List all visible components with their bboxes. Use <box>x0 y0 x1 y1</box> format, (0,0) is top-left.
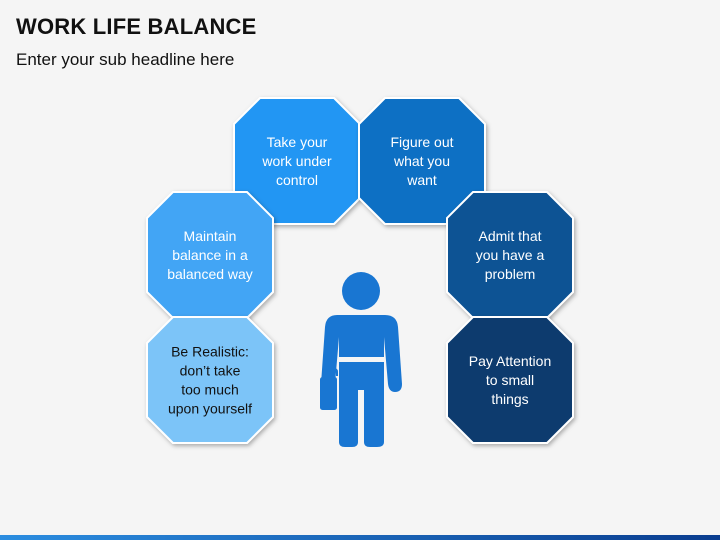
octagon-be-realistic-line: Be Realistic: <box>171 344 249 360</box>
octagon-be-realistic-line: too much <box>181 382 239 398</box>
octagon-be-realistic: Be Realistic: don’t take too much upon your… <box>146 316 274 444</box>
octagon-take-control-line: control <box>276 172 318 188</box>
bottom-accent-bar <box>0 535 720 540</box>
octagon-take-control-line: Take your <box>267 134 328 150</box>
octagon-maintain-balance: Maintain balance in a balanced way <box>146 191 274 319</box>
octagon-maintain-balance-line: Maintain <box>184 228 237 244</box>
octagon-pay-attention-line: Pay Attention <box>469 353 552 369</box>
octagon-admit-problem-line: Admit that <box>478 228 541 244</box>
octagon-pay-attention-label: Pay Attention to small things <box>469 353 552 407</box>
octagon-figure-out-line: what you <box>393 153 450 169</box>
octagon-take-control-label: Take your work under control <box>261 134 332 188</box>
page-subtitle: Enter your sub headline here <box>16 50 235 69</box>
octagon-admit-problem-label: Admit that you have a problem <box>476 228 545 282</box>
octagon-take-control-line: work under <box>261 153 332 169</box>
octagon-figure-out-line: want <box>406 172 437 188</box>
octagon-take-control: Take your work under control <box>233 97 361 225</box>
octagon-admit-problem-line: problem <box>485 266 536 282</box>
octagon-be-realistic-line: don’t take <box>180 363 241 379</box>
octagon-maintain-balance-line: balanced way <box>167 266 253 282</box>
octagon-figure-out-line: Figure out <box>390 134 453 150</box>
octagon-admit-problem-line: you have a <box>476 247 545 263</box>
octagon-figure-out: Figure out what you want <box>358 97 486 225</box>
octagon-pay-attention-line: things <box>491 391 528 407</box>
octagon-pay-attention: Pay Attention to small things <box>446 316 574 444</box>
person-with-briefcase-icon <box>320 272 402 447</box>
octagon-maintain-balance-line: balance in a <box>172 247 248 263</box>
octagon-maintain-balance-label: Maintain balance in a balanced way <box>167 228 253 282</box>
page-title: WORK LIFE BALANCE <box>16 14 257 39</box>
octagon-admit-problem: Admit that you have a problem <box>446 191 574 319</box>
octagon-be-realistic-line: upon yourself <box>168 401 252 417</box>
octagon-figure-out-label: Figure out what you want <box>390 134 453 188</box>
octagon-pay-attention-line: to small <box>486 372 534 388</box>
octagon-be-realistic-label: Be Realistic: don’t take too much upon your… <box>168 344 252 417</box>
